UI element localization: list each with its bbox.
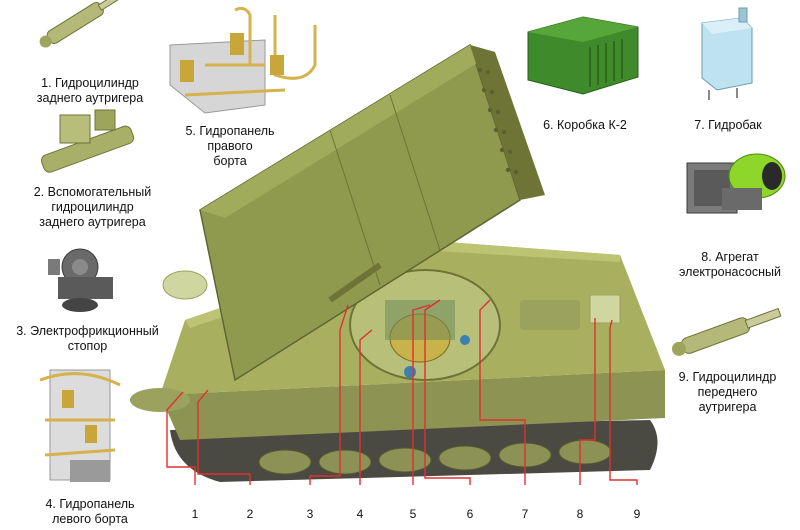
- callout-number: 1: [191, 507, 199, 521]
- component-label-7: 7. Гидробак: [694, 118, 762, 132]
- component-label-1: 1. Гидроцилиндр заднего аутригера: [36, 76, 144, 105]
- callout-number: 2: [246, 507, 254, 521]
- component-label-6: 6. Коробка К-2: [543, 118, 627, 132]
- friction-brake-icon: [48, 248, 113, 312]
- callout-number: 9: [633, 507, 641, 521]
- hydraulic-panel-icon: [169, 6, 317, 114]
- component-label-4: 4. Гидропанель левого борта: [45, 497, 135, 526]
- component-label-5: 5. Гидропанель правого борта: [185, 124, 275, 168]
- hydraulic-cylinder-icon: [39, 0, 123, 48]
- pump-unit-icon: [686, 153, 786, 214]
- launcher-end: [470, 45, 545, 200]
- leader-lines: [166, 299, 638, 485]
- callout-number: 4: [356, 507, 364, 521]
- box-icon: [527, 16, 639, 95]
- tank-icon: [701, 7, 753, 100]
- callout-number: 6: [466, 507, 474, 521]
- callout-number: 5: [409, 507, 417, 521]
- rear-plate: [130, 388, 190, 412]
- callout-number: 7: [521, 507, 529, 521]
- aux-cylinder-icon: [41, 109, 135, 173]
- hydraulic-cylinder-icon: [671, 307, 782, 356]
- hydraulic-panel-icon: [39, 369, 121, 482]
- callout-number: 8: [576, 507, 584, 521]
- component-label-8: 8. Агрегат электронасосный: [679, 250, 781, 279]
- rear-disc: [162, 270, 208, 300]
- component-label-3: 3. Электрофрикционный стопор: [16, 324, 159, 353]
- component-label-2: 2. Вспомогательный гидроцилиндр заднего …: [33, 185, 152, 229]
- callout-number: 3: [306, 507, 314, 521]
- component-label-9: 9. Гидроцилиндр переднего аутригера: [678, 370, 777, 414]
